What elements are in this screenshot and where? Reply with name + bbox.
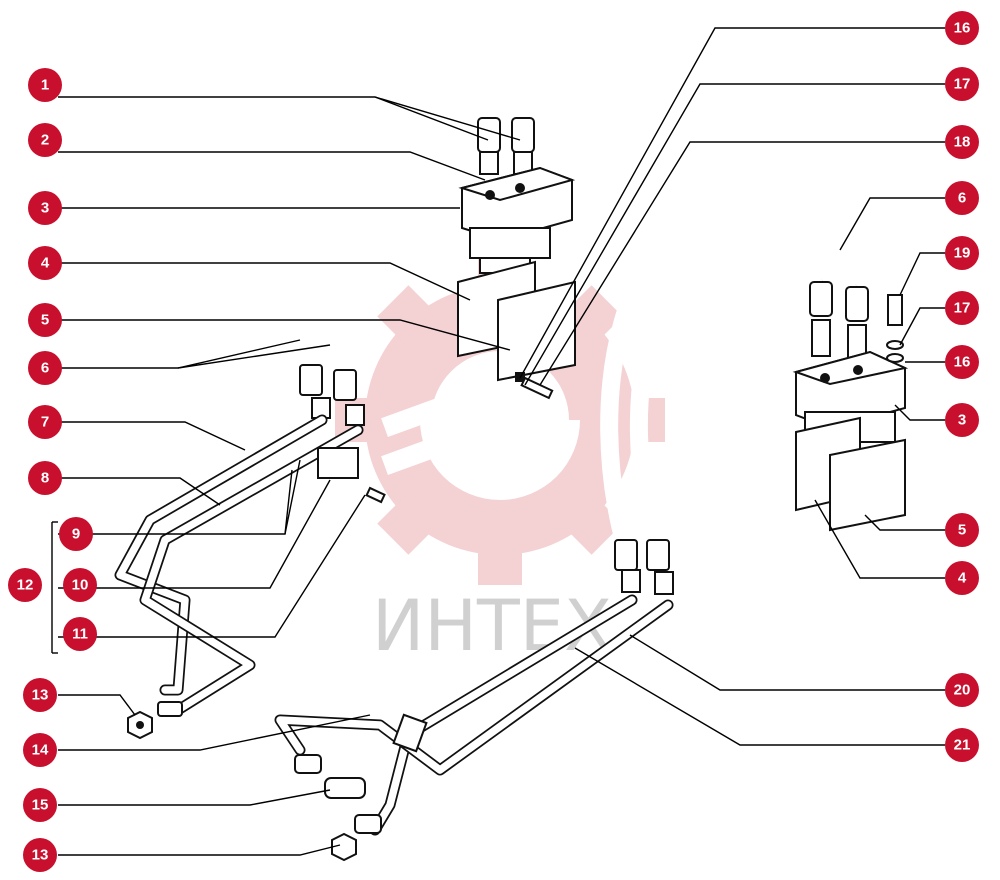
callout-11: 11 [63, 617, 97, 651]
callout-3: 3 [28, 191, 62, 225]
callout-18-label: 18 [954, 134, 971, 151]
left-nuts [127, 701, 183, 740]
lower-fittings [294, 754, 382, 862]
callout-21: 21 [945, 728, 979, 762]
callout-16-lower: 16 [945, 345, 979, 379]
callout-17-lower: 17 [945, 291, 979, 325]
callout-5-right: 5 [945, 513, 979, 547]
callout-8-label: 8 [41, 470, 49, 487]
right-top-fittings [809, 281, 869, 362]
callout-13-lower: 13 [23, 838, 57, 872]
right-hose-fittings [614, 539, 674, 595]
callout-16-lower-label: 16 [954, 354, 971, 371]
callout-6-right-label: 6 [958, 190, 966, 207]
callout-1-label: 1 [41, 77, 49, 94]
callout-13-upper: 13 [23, 678, 57, 712]
callout-4-right-label: 4 [958, 570, 967, 587]
callout-15-label: 15 [32, 797, 49, 814]
callout-5: 5 [28, 303, 62, 337]
callout-19: 19 [945, 236, 979, 270]
callout-13-lower-label: 13 [32, 847, 49, 864]
callout-1: 1 [28, 68, 62, 102]
callout-5-right-label: 5 [958, 522, 966, 539]
callout-14: 14 [23, 733, 57, 767]
callout-13-upper-label: 13 [32, 687, 49, 704]
right-hoses [600, 195, 866, 548]
callout-2: 2 [28, 123, 62, 157]
callout-4: 4 [28, 246, 62, 280]
callout-15: 15 [23, 788, 57, 822]
callout-10-label: 10 [72, 577, 89, 594]
callout-16-upper: 16 [945, 11, 979, 45]
callout-19-label: 19 [954, 245, 971, 262]
right-bolt-washers [886, 294, 904, 363]
callout-9-label: 9 [72, 526, 80, 543]
callout-2-label: 2 [41, 132, 49, 149]
callout-7: 7 [28, 405, 62, 439]
callout-17-upper: 17 [945, 67, 979, 101]
callout-17-upper-label: 17 [954, 76, 971, 93]
left-pipes [114, 414, 386, 716]
left-hoses [270, 20, 535, 379]
callout-3-right: 3 [945, 403, 979, 437]
callout-11-label: 11 [72, 626, 88, 643]
callout-9: 9 [59, 517, 93, 551]
callout-6-label: 6 [41, 360, 49, 377]
callout-3-label: 3 [41, 200, 49, 217]
leader-lines [51, 27, 945, 856]
callout-6: 6 [28, 351, 62, 385]
left-top-fittings [477, 117, 535, 175]
left-valve-block [458, 166, 576, 274]
callout-4-right: 4 [945, 561, 979, 595]
callout-21-label: 21 [954, 737, 971, 754]
callout-18: 18 [945, 125, 979, 159]
callout-4-label: 4 [41, 255, 50, 272]
left-hose-fittings [299, 364, 365, 426]
callout-6-right: 6 [945, 181, 979, 215]
right-brackets [795, 416, 906, 532]
callout-12: 12 [8, 568, 42, 602]
callout-8: 8 [28, 461, 62, 495]
callout-3-right-label: 3 [958, 412, 966, 429]
callout-16-upper-label: 16 [954, 20, 971, 37]
callout-17-lower-label: 17 [954, 300, 971, 317]
callout-12-label: 12 [17, 577, 34, 594]
callout-20-label: 20 [954, 682, 971, 699]
right-pipes [274, 594, 674, 836]
callout-7-label: 7 [41, 414, 49, 431]
callout-5-label: 5 [41, 312, 49, 329]
callout-14-label: 14 [32, 742, 49, 759]
callout-10: 10 [63, 568, 97, 602]
watermark-text: ИНТЕХ [372, 585, 612, 667]
right-valve-block [792, 350, 909, 443]
callout-20: 20 [945, 673, 979, 707]
left-brackets [457, 260, 576, 400]
